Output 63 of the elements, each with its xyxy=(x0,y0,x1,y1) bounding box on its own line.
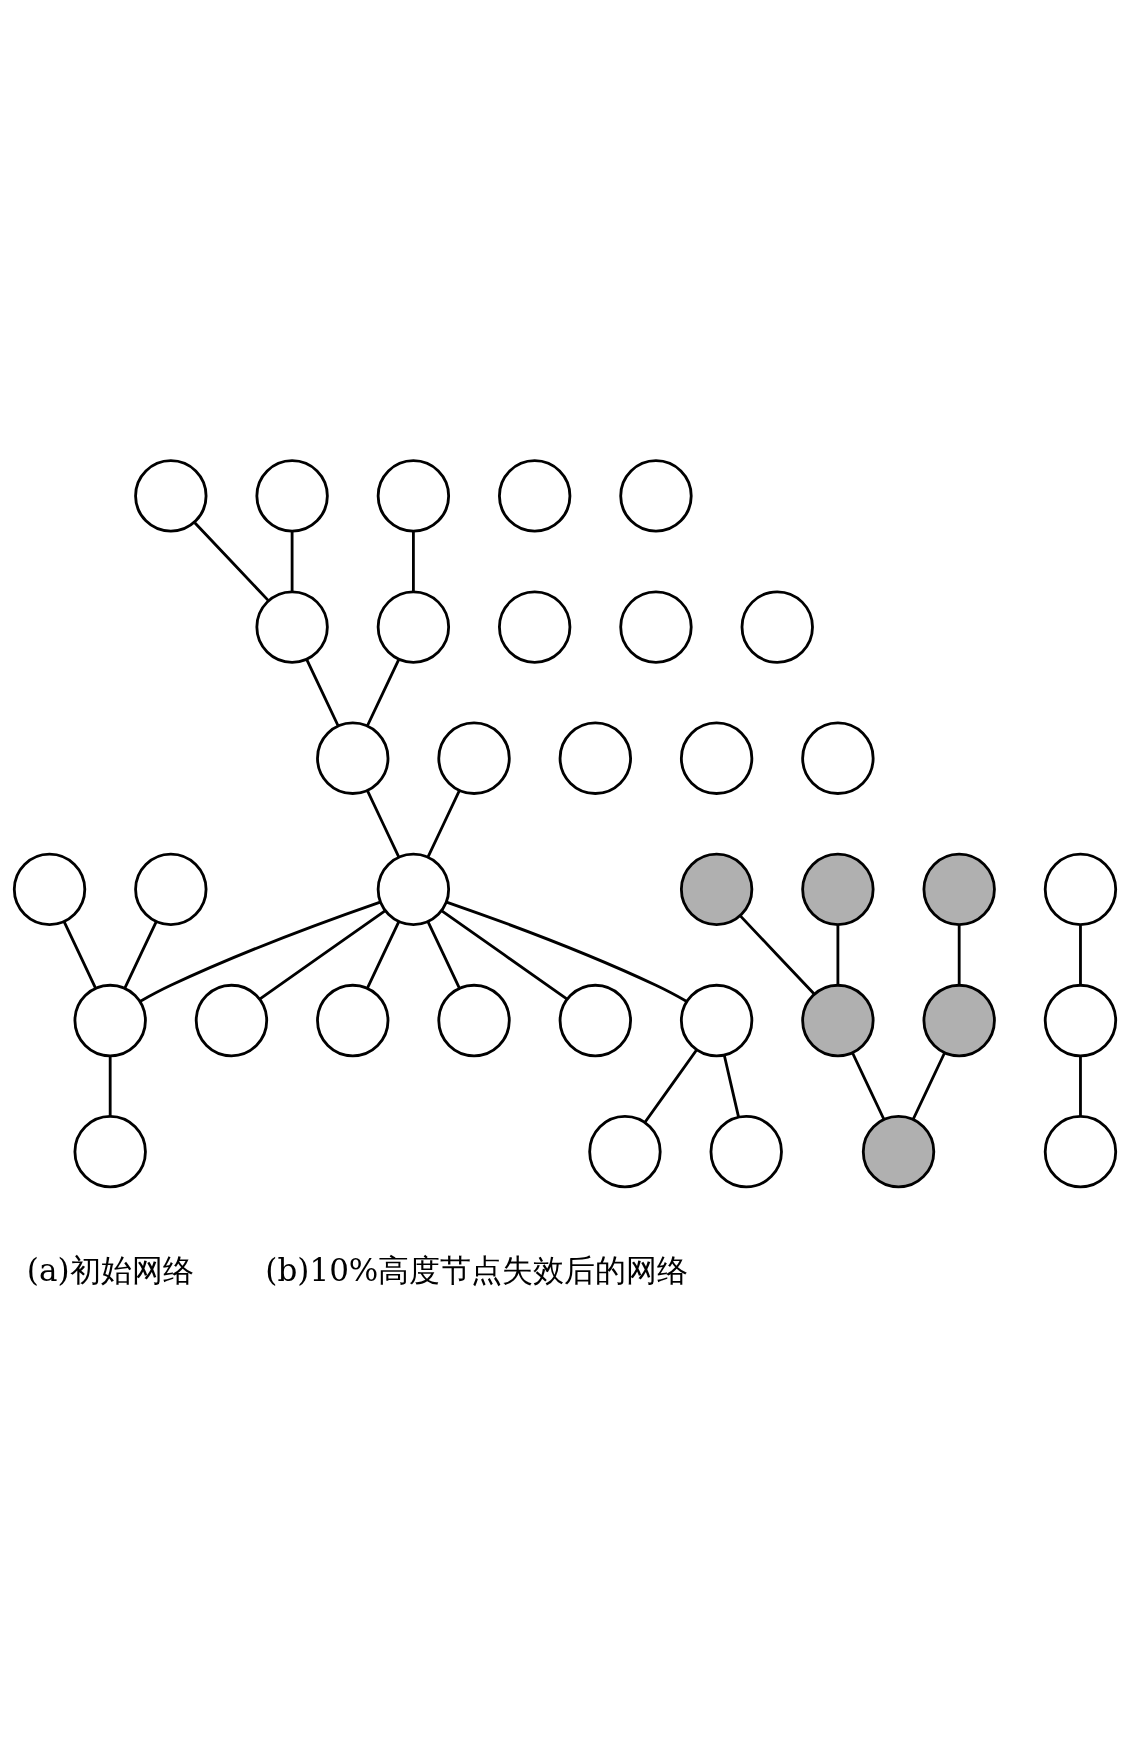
node-circle xyxy=(619,589,693,664)
connector xyxy=(193,521,270,601)
connector xyxy=(366,920,400,989)
node-circle xyxy=(679,721,754,795)
node-circle xyxy=(134,852,208,926)
node-circle xyxy=(861,1114,936,1188)
node-circle xyxy=(255,589,329,664)
node-circle xyxy=(498,458,572,533)
connector xyxy=(108,1055,112,1116)
connector xyxy=(290,531,294,592)
node-circle xyxy=(316,721,390,795)
node-circle xyxy=(73,983,147,1057)
node-circle xyxy=(316,983,390,1057)
node-circle xyxy=(498,589,572,664)
connector xyxy=(123,920,158,989)
node-circle xyxy=(1043,1114,1118,1188)
node-circle xyxy=(134,458,208,533)
label: (b)10%高度节点失效后的网络 xyxy=(265,1251,689,1288)
connector xyxy=(366,658,400,727)
connector xyxy=(139,900,381,1003)
connector xyxy=(258,909,386,1000)
connector xyxy=(411,531,415,592)
connector xyxy=(305,658,340,727)
label: (a)初始网络 xyxy=(26,1251,194,1288)
node-circle xyxy=(558,983,632,1057)
node-circle xyxy=(437,721,511,795)
node-circle xyxy=(558,721,632,795)
node-circle xyxy=(437,983,511,1057)
connector xyxy=(441,909,568,1000)
node-circle xyxy=(376,458,451,533)
node-circle xyxy=(1043,983,1118,1057)
connector xyxy=(643,1048,698,1123)
node-circle xyxy=(679,852,754,926)
connector xyxy=(1079,924,1082,985)
node-circle xyxy=(922,852,996,926)
connector xyxy=(957,924,961,985)
connector xyxy=(836,924,840,985)
node-circle xyxy=(73,1114,147,1188)
node-circle xyxy=(922,983,996,1057)
connector xyxy=(62,920,97,989)
node-circle xyxy=(679,983,754,1057)
connector xyxy=(851,1051,886,1120)
connector xyxy=(426,920,461,989)
node-circle xyxy=(376,852,451,926)
node-circle xyxy=(801,983,875,1057)
node-circle xyxy=(619,458,693,533)
connector xyxy=(426,789,461,858)
node-circle xyxy=(801,721,875,795)
node-circle xyxy=(709,1114,783,1188)
connector xyxy=(446,900,688,1003)
connector xyxy=(739,914,815,995)
node-circle xyxy=(255,458,329,533)
node-circle xyxy=(194,983,269,1057)
connector xyxy=(722,1054,740,1117)
node-circle xyxy=(376,589,451,664)
node-circle xyxy=(12,852,87,926)
node-circle xyxy=(801,852,875,926)
node-circle xyxy=(588,1114,662,1188)
connector xyxy=(911,1051,946,1120)
node-circle xyxy=(740,589,814,664)
connector xyxy=(366,789,401,858)
connector xyxy=(1079,1055,1082,1116)
node-circle xyxy=(1043,852,1118,926)
